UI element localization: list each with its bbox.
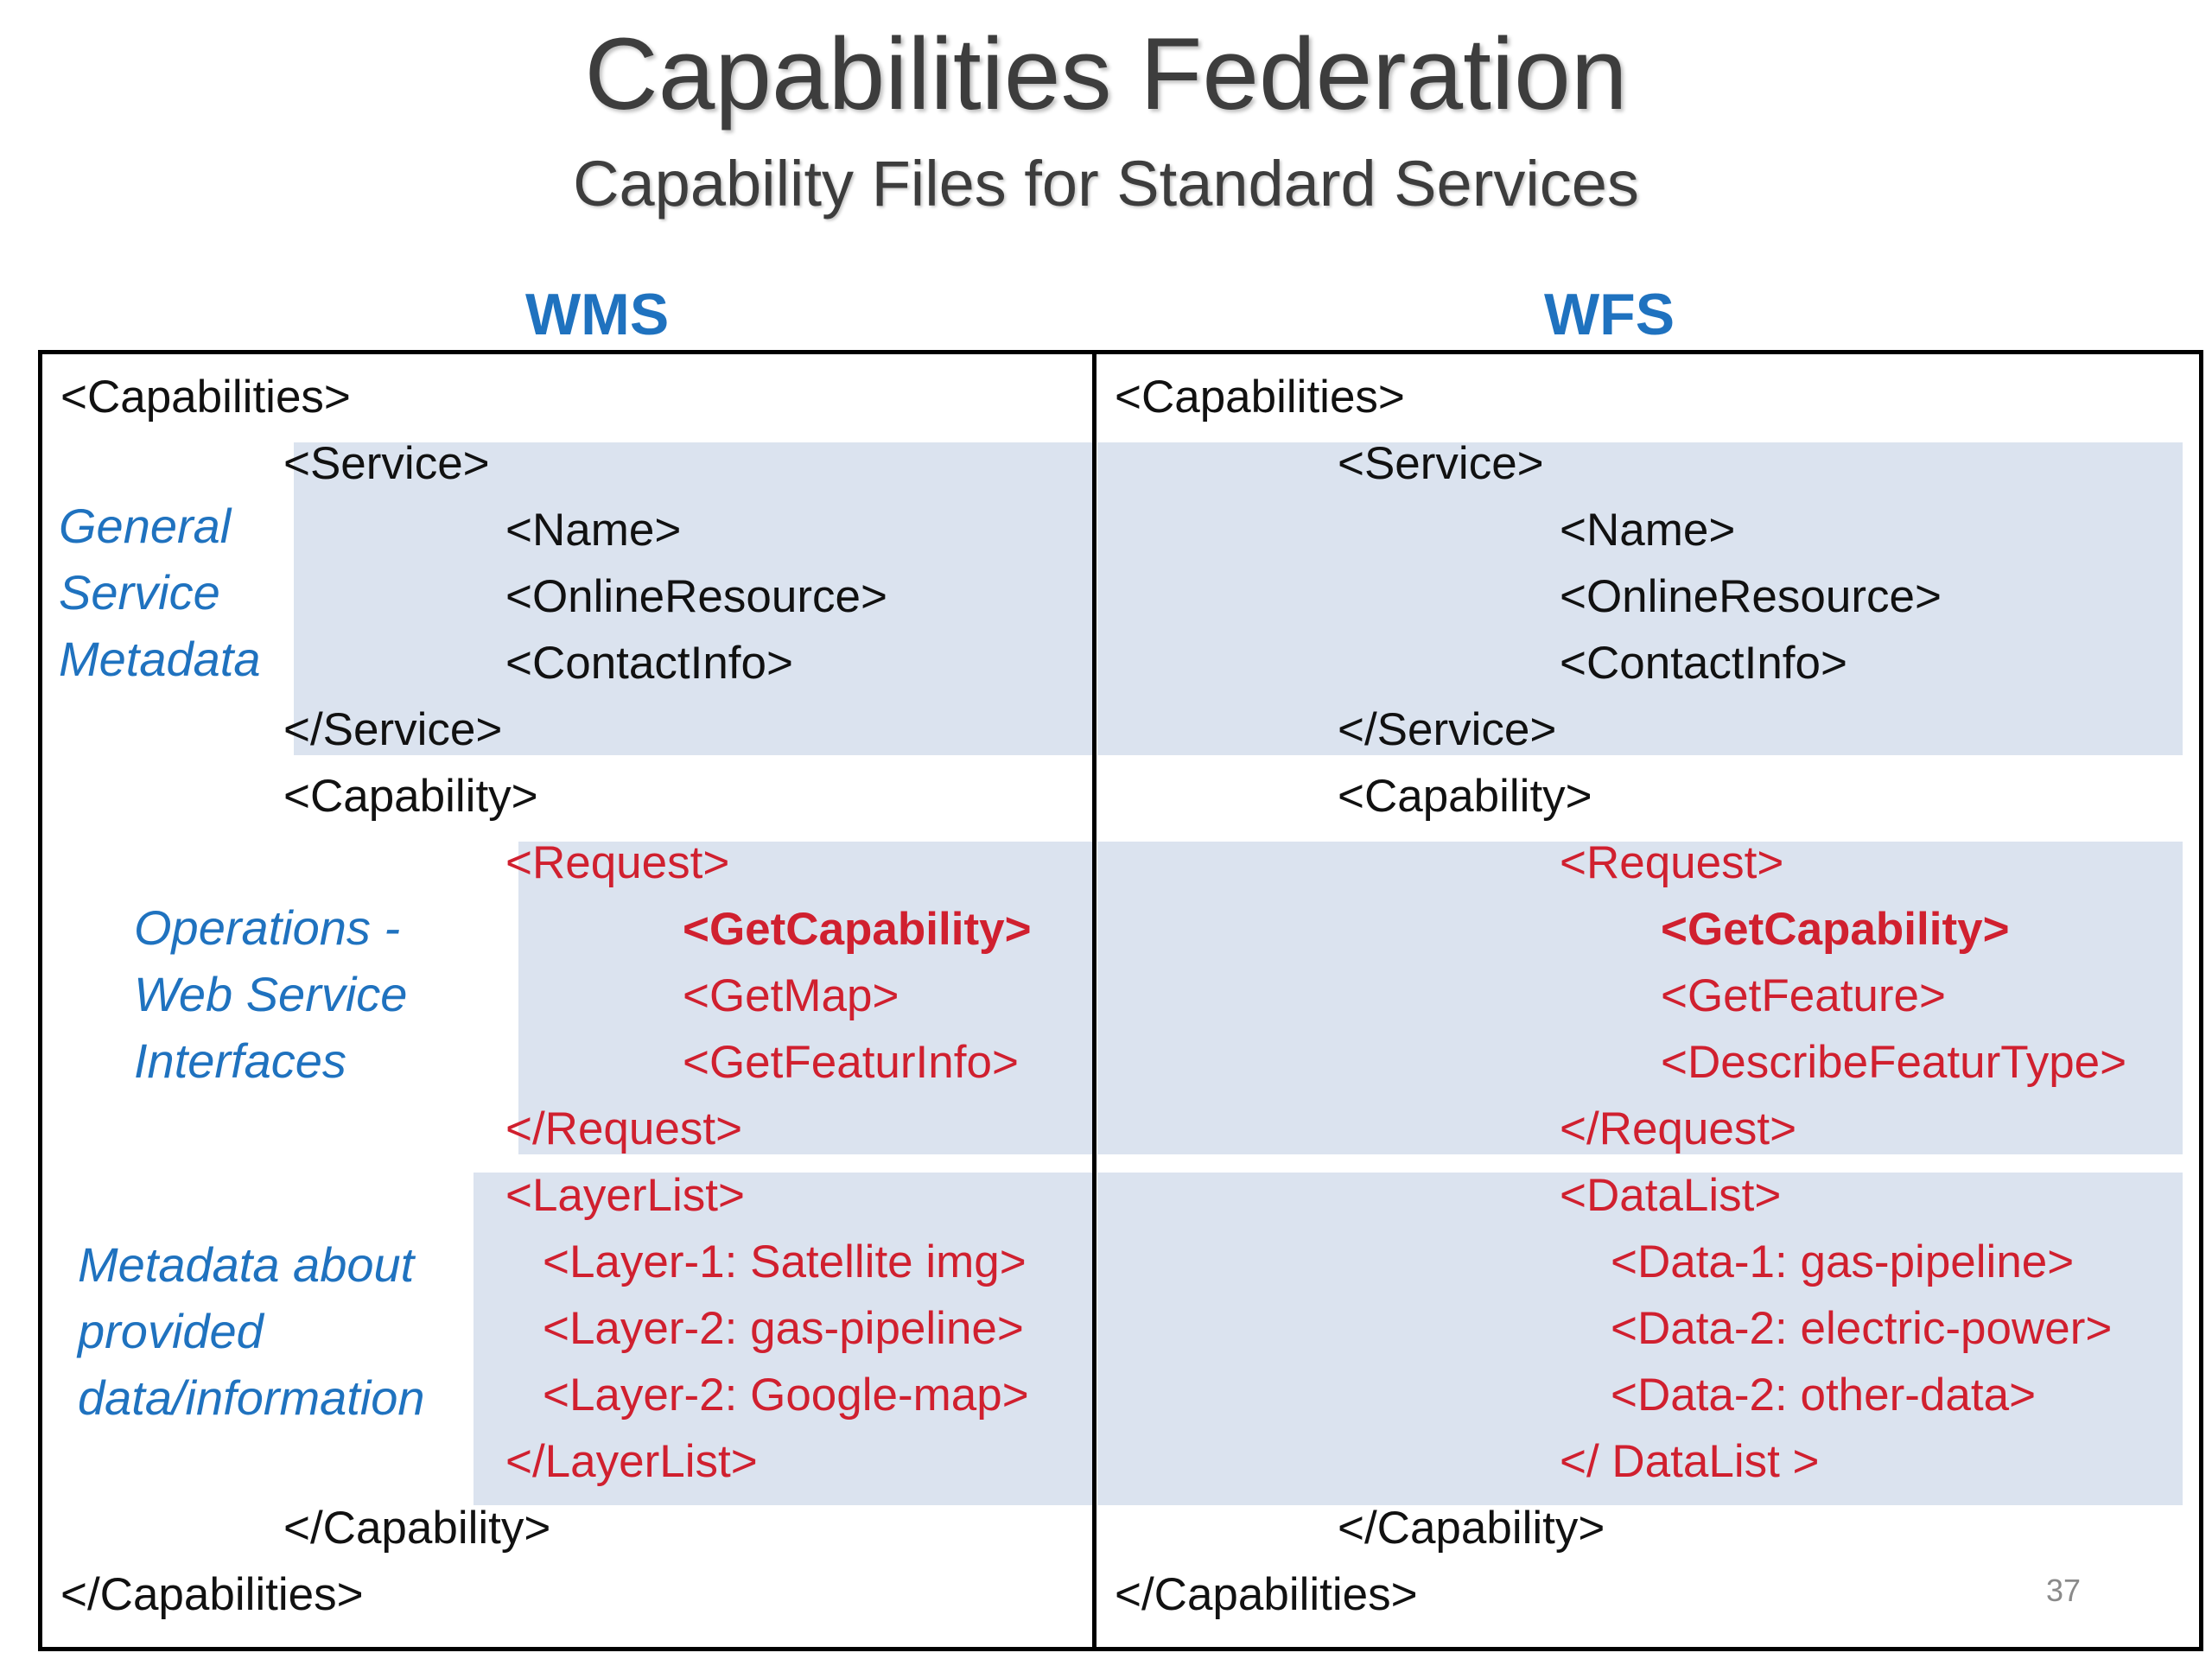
- wfs-getfeature-tag: <GetFeature>: [1661, 970, 1946, 1021]
- label-line: data/information: [78, 1370, 425, 1425]
- general-service-metadata-label: General Service Metadata: [59, 493, 261, 692]
- wms-layerlist-shade: [474, 1173, 1092, 1505]
- label-line: Service: [59, 565, 220, 620]
- wms-getmap-tag: <GetMap>: [683, 970, 899, 1021]
- label-line: Web Service: [134, 967, 408, 1021]
- wfs-name-tag: <Name>: [1560, 505, 1736, 556]
- wfs-contactinfo-tag: <ContactInfo>: [1560, 638, 1847, 689]
- label-line: Metadata: [59, 632, 261, 686]
- wfs-datalist-close: </ DataList >: [1560, 1436, 1820, 1487]
- wfs-datalist-shade: [1097, 1173, 2183, 1505]
- label-line: Operations -: [134, 900, 401, 955]
- wfs-request-shade: [1097, 842, 2183, 1154]
- label-line: Metadata about: [78, 1237, 415, 1292]
- wfs-capability-open: <Capability>: [1338, 771, 1592, 822]
- provided-data-metadata-label: Metadata about provided data/information: [78, 1231, 425, 1431]
- wfs-service-shade: [1097, 442, 2183, 755]
- wfs-header: WFS: [1544, 282, 1675, 347]
- wms-capabilities-open: <Capabilities>: [60, 372, 351, 423]
- page-number: 37: [2046, 1573, 2082, 1608]
- wms-layerlist-open: <LayerList>: [505, 1170, 745, 1221]
- wms-capability-open: <Capability>: [283, 771, 538, 822]
- wfs-data-3-tag: <Data-2: other-data>: [1611, 1370, 2037, 1421]
- wms-onlineresource-tag: <OnlineResource>: [505, 571, 887, 622]
- wfs-describefeaturtype-tag: <DescribeFeaturType>: [1661, 1037, 2127, 1088]
- wms-layerlist-close: </LayerList>: [505, 1436, 758, 1487]
- wms-getcapability-tag: <GetCapability>: [683, 904, 1032, 955]
- wfs-getcapability-tag: <GetCapability>: [1661, 904, 2010, 955]
- wfs-request-open: <Request>: [1560, 837, 1784, 888]
- label-line: Interfaces: [134, 1033, 346, 1088]
- wms-capabilities-close: </Capabilities>: [60, 1569, 364, 1620]
- label-line: provided: [78, 1304, 264, 1358]
- slide-subtitle: Capability Files for Standard Services: [573, 148, 1639, 219]
- wms-service-close: </Service>: [283, 704, 503, 755]
- wms-contactinfo-tag: <ContactInfo>: [505, 638, 793, 689]
- label-line: General: [59, 499, 232, 553]
- wfs-capability-close: </Capability>: [1338, 1503, 1605, 1554]
- wfs-onlineresource-tag: <OnlineResource>: [1560, 571, 1942, 622]
- capabilities-table-frame: [38, 350, 2203, 1651]
- wms-getfeaturinfo-tag: <GetFeaturInfo>: [683, 1037, 1019, 1088]
- wms-layer-1-tag: <Layer-1: Satellite img>: [543, 1236, 1027, 1287]
- wfs-capabilities-open: <Capabilities>: [1115, 372, 1405, 423]
- wms-capability-close: </Capability>: [283, 1503, 551, 1554]
- wms-request-close: </Request>: [505, 1103, 743, 1154]
- wfs-request-close: </Request>: [1560, 1103, 1797, 1154]
- operations-label: Operations - Web Service Interfaces: [134, 894, 407, 1094]
- wfs-service-close: </Service>: [1338, 704, 1557, 755]
- slide-title: Capabilities Federation: [584, 17, 1628, 131]
- wfs-data-2-tag: <Data-2: electric-power>: [1611, 1303, 2113, 1354]
- wms-layer-3-tag: <Layer-2: Google-map>: [543, 1370, 1029, 1421]
- wms-service-open: <Service>: [283, 438, 490, 489]
- wfs-capabilities-close: </Capabilities>: [1115, 1569, 1418, 1620]
- wms-header: WMS: [525, 282, 670, 347]
- wfs-datalist-open: <DataList>: [1560, 1170, 1782, 1221]
- column-divider: [1092, 350, 1096, 1651]
- wms-request-shade: [518, 842, 1092, 1154]
- wfs-data-1-tag: <Data-1: gas-pipeline>: [1611, 1236, 2075, 1287]
- wms-name-tag: <Name>: [505, 505, 682, 556]
- wfs-service-open: <Service>: [1338, 438, 1544, 489]
- wms-service-shade: [294, 442, 1092, 755]
- wms-request-open: <Request>: [505, 837, 730, 888]
- wms-layer-2-tag: <Layer-2: gas-pipeline>: [543, 1303, 1024, 1354]
